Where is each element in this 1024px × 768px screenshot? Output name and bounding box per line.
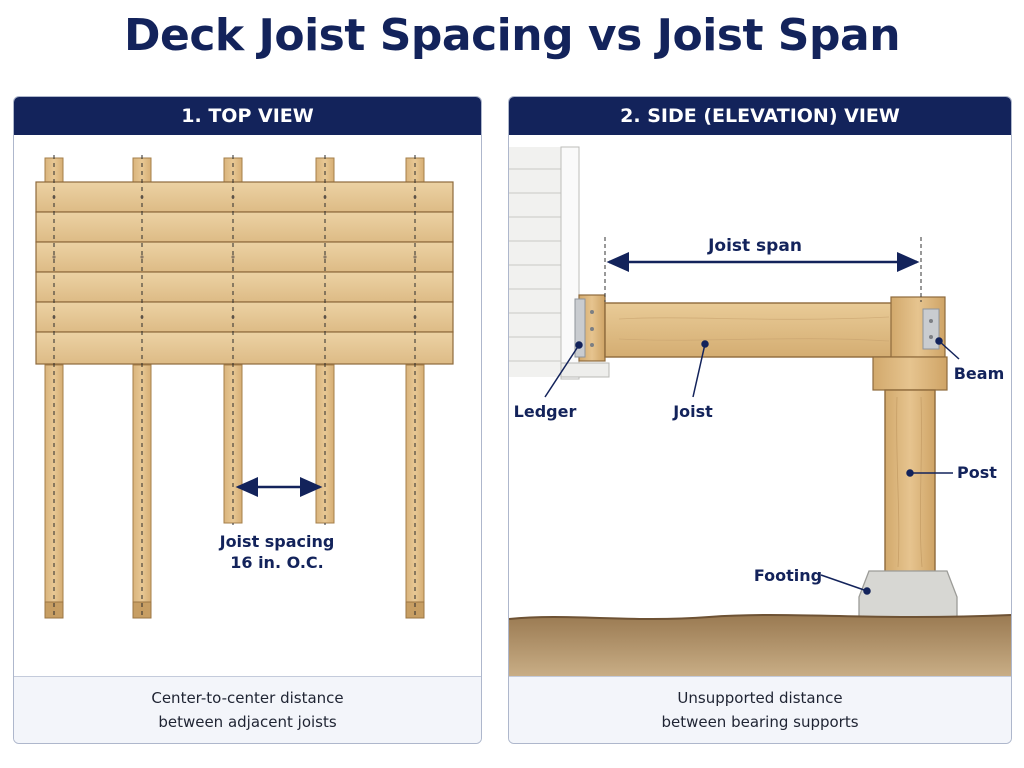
top-view-panel: 1. TOP VIEW — [13, 96, 482, 744]
post-label: Post — [957, 463, 997, 482]
span-label: Joist span — [707, 236, 802, 256]
beam-label: Beam — [954, 364, 1005, 383]
house-siding — [509, 146, 610, 380]
deck-boards — [35, 181, 454, 365]
joist-label: Joist — [672, 402, 713, 421]
spacing-label-line1: Joist spacing — [219, 532, 335, 551]
span-dimension — [604, 237, 922, 302]
joist — [604, 302, 904, 358]
top-view-diagram: Joist spacing 16 in. O.C. — [35, 155, 454, 619]
top-caption-line1: Center-to-center distance — [151, 689, 344, 707]
page-title: Deck Joist Spacing vs Joist Span — [123, 10, 901, 61]
top-view-caption: Center-to-center distance between adjace… — [14, 676, 481, 743]
beam — [872, 296, 948, 391]
side-caption-line1: Unsupported distance — [677, 689, 843, 707]
label-leaders — [544, 337, 960, 595]
ledger — [574, 294, 606, 362]
side-view-heading: 2. SIDE (ELEVATION) VIEW — [509, 97, 1011, 135]
top-view-heading: 1. TOP VIEW — [14, 97, 481, 135]
ground — [509, 615, 1011, 677]
top-caption-line2: between adjacent joists — [158, 713, 337, 731]
side-view-caption: Unsupported distance between bearing sup… — [509, 676, 1011, 743]
footing-label: Footing — [754, 566, 822, 585]
spacing-label-line2: 16 in. O.C. — [230, 553, 324, 572]
ledger-label: Ledger — [514, 402, 577, 421]
side-view-panel: 2. SIDE (ELEVATION) VIEW — [508, 96, 1012, 744]
side-caption-line2: between bearing supports — [661, 713, 859, 731]
joist-centerlines — [53, 155, 416, 619]
post — [884, 389, 936, 574]
side-view-diagram: Joist span Ledger Joist Beam Post Footin… — [509, 146, 1011, 677]
